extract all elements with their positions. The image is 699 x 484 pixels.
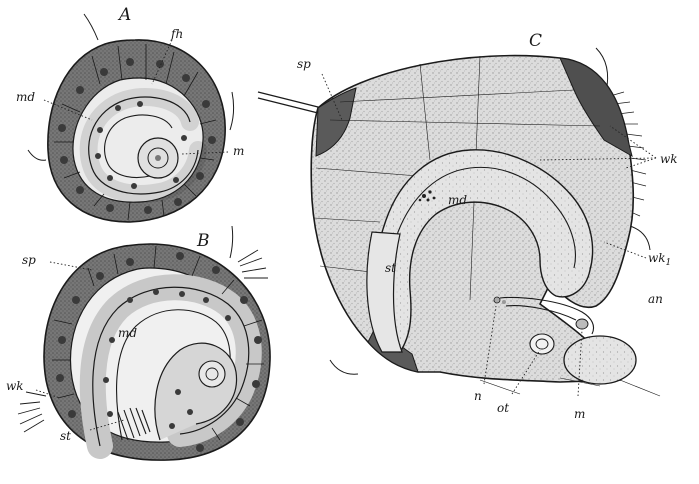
panel-c-embryo: [258, 48, 660, 396]
panel-label-c: C: [529, 31, 542, 51]
label-c-an: an: [648, 292, 663, 306]
label-c-m: m: [574, 407, 585, 421]
panel-label-a: A: [117, 5, 131, 25]
label-c-n: n: [474, 389, 482, 403]
label-b-st: st: [60, 429, 71, 443]
label-a-md: md: [16, 90, 35, 104]
label-a-fh: fh: [170, 27, 183, 41]
label-c-wk1: wk1: [648, 251, 671, 268]
label-b-sp: sp: [22, 253, 36, 267]
panel-label-b: B: [196, 231, 210, 251]
label-c-wk1-subscript: 1: [666, 258, 672, 268]
panel-a-embryo: [28, 14, 234, 222]
label-c-md: md: [448, 193, 467, 207]
label-c-st: st: [385, 261, 396, 275]
label-b-md: md: [118, 326, 137, 340]
panel-b-embryo: [18, 226, 270, 460]
label-c-ot: ot: [497, 401, 509, 415]
label-b-wk: wk: [6, 379, 24, 393]
label-c-sp: sp: [297, 57, 311, 71]
label-a-m: m: [233, 144, 244, 158]
label-c-wk1-main: wk: [648, 251, 666, 265]
label-c-wk: wk: [660, 152, 678, 166]
